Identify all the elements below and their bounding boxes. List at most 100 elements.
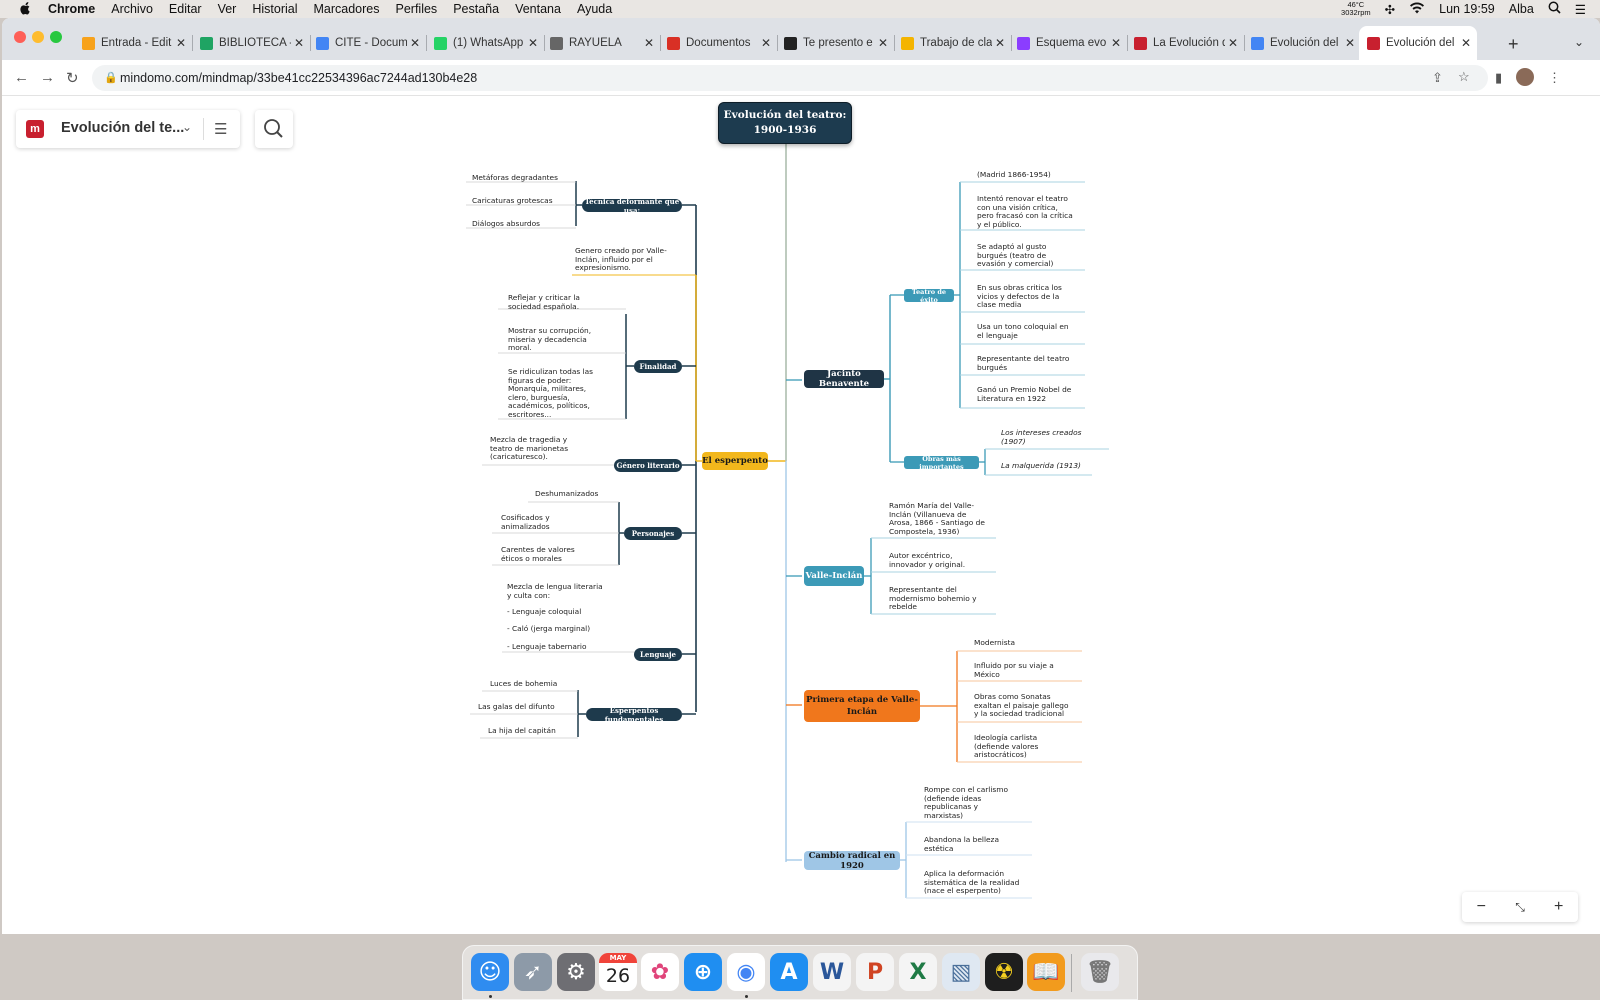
lenguaje-item[interactable]: - Lenguaje coloquial — [507, 607, 582, 616]
lock-icon[interactable]: 🔒 — [104, 72, 118, 84]
control-center-icon[interactable]: ☰ — [1574, 2, 1586, 17]
launchpad-icon[interactable]: ➶ — [514, 953, 552, 991]
side-panel-icon[interactable]: ▮ — [1495, 70, 1503, 85]
search-button[interactable] — [255, 110, 293, 148]
hamburger-menu-icon[interactable]: ☰ — [214, 121, 228, 138]
tecnica-item[interactable]: Metáforas degradantes — [472, 173, 558, 182]
esperpentos-node[interactable]: Esperpentos fundamentales — [586, 706, 682, 724]
browser-tab[interactable]: Trabajo de cla✕ — [893, 26, 1012, 60]
new-tab-button[interactable]: + — [1508, 34, 1519, 54]
obra-2[interactable]: La malquerida (1913) — [1001, 461, 1081, 470]
clock[interactable]: Lun 19:59 — [1439, 2, 1495, 16]
browser-tab[interactable]: Documentos✕ — [659, 26, 778, 60]
browser-tab[interactable]: Evolución del✕ — [1359, 26, 1477, 60]
menu-archivo[interactable]: Archivo — [111, 2, 153, 16]
close-tab-icon[interactable]: ✕ — [994, 36, 1005, 50]
word-icon[interactable]: W — [813, 953, 851, 991]
tecnica-node[interactable]: Técnica deformante que usa: — [582, 197, 682, 215]
menu-ayuda[interactable]: Ayuda — [576, 2, 613, 16]
menu-ver[interactable]: Ver — [217, 2, 237, 16]
cambio-radical-item[interactable]: Aplica la deformación sistemática de la … — [924, 869, 1020, 895]
finalidad-item[interactable]: Reflejar y criticar la sociedad española… — [508, 293, 580, 311]
cambio-radical-item[interactable]: Rompe con el carlismo (defiende ideas re… — [924, 785, 1008, 820]
teatro-exito-item[interactable]: En sus obras critica los vicios y defect… — [977, 283, 1062, 309]
forward-button[interactable]: → — [40, 69, 55, 86]
personajes-item[interactable]: Deshumanizados — [535, 489, 599, 498]
share-icon[interactable]: ⇪ — [1432, 70, 1443, 85]
genero-literario-node[interactable]: Género literario — [614, 459, 682, 472]
genero-literario-text[interactable]: Mezcla de tragedia y teatro de marioneta… — [490, 435, 569, 461]
user-name[interactable]: Alba — [1508, 2, 1534, 16]
browser-tab[interactable]: CITE - Docum✕ — [308, 26, 427, 60]
obra-1[interactable]: Los intereses creados (1907) — [1001, 428, 1082, 446]
obras-importantes-node[interactable]: Obras más importantes — [904, 455, 979, 471]
lenguaje-item[interactable]: Mezcla de lengua literaria y culta con: — [507, 582, 603, 600]
profile-avatar[interactable] — [1516, 68, 1534, 86]
close-tab-icon[interactable]: ✕ — [409, 36, 420, 50]
close-tab-icon[interactable]: ✕ — [877, 36, 888, 50]
cambio-radical-item[interactable]: Abandona la belleza estética — [924, 835, 999, 853]
zoom-out-button[interactable]: − — [1476, 898, 1486, 915]
teatro-exito-item[interactable]: (Madrid 1866-1954) — [977, 170, 1051, 179]
mindomo-canvas[interactable]: Evolución del teatro: 1900-1936 El esperp… — [2, 96, 1600, 934]
genero-creado-text[interactable]: Genero creado por Valle- Inclán, influid… — [575, 246, 667, 272]
bookmark-star-icon[interactable]: ☆ — [1458, 69, 1470, 84]
safari-icon[interactable]: ⊕ — [684, 953, 722, 991]
primera-etapa-item[interactable]: Ideología carlista (defiende valores ari… — [974, 733, 1039, 759]
tecnica-item[interactable]: Diálogos absurdos — [472, 219, 540, 228]
close-tab-icon[interactable]: ✕ — [1110, 36, 1121, 50]
esperpento-obra[interactable]: Luces de bohemia — [490, 679, 558, 688]
esperpento-obra[interactable]: Las galas del difunto — [478, 702, 555, 711]
minimize-window-button[interactable] — [32, 31, 44, 43]
close-tab-icon[interactable]: ✕ — [643, 36, 654, 50]
valle-item[interactable]: Autor excéntrico, innovador y original. — [889, 551, 966, 569]
menu-editar[interactable]: Editar — [168, 2, 202, 16]
finder-icon[interactable]: ☺ — [471, 953, 509, 991]
valle-item[interactable]: Ramón María del Valle- Inclán (Villanuev… — [889, 501, 985, 536]
close-tab-icon[interactable]: ✕ — [175, 36, 186, 50]
finalidad-node[interactable]: Finalidad — [634, 360, 682, 373]
address-bar[interactable]: 🔒 mindomo.com/mindmap/33be41cc22534396ac… — [92, 65, 1488, 91]
valle-item[interactable]: Representante del modernismo bohemio y r… — [889, 585, 977, 611]
preview-icon[interactable]: ▧ — [942, 953, 980, 991]
esperpento-node[interactable]: El esperpento — [702, 452, 768, 470]
photos-icon[interactable]: ✿ — [641, 953, 679, 991]
browser-tab[interactable]: BIBLIOTECA -✕ — [192, 26, 311, 60]
lenguaje-item[interactable]: - Caló (jerga marginal) — [507, 624, 591, 633]
browser-tab[interactable]: Entrada - Edit✕ — [74, 26, 193, 60]
teatro-exito-item[interactable]: Usa un tono coloquial en el lenguaje — [977, 322, 1069, 340]
primera-etapa-item[interactable]: Modernista — [974, 638, 1016, 647]
lenguaje-node[interactable]: Lenguaje — [634, 648, 682, 661]
finalidad-item[interactable]: Se ridiculizan todas las figuras de pode… — [508, 367, 593, 419]
teatro-exito-item[interactable]: Representante del teatro burgués — [977, 354, 1070, 372]
chrome-icon[interactable]: ◉ — [727, 953, 765, 991]
trash-icon[interactable]: 🗑 — [1081, 953, 1119, 991]
benavente-node[interactable]: Jacinto Benavente — [804, 369, 884, 389]
menu-ventana[interactable]: Ventana — [515, 2, 561, 16]
primera-etapa-item[interactable]: Influido por su viaje a México — [974, 661, 1054, 679]
system-preferences-icon[interactable]: ⚙ — [557, 953, 595, 991]
url-text[interactable]: mindomo.com/mindmap/33be41cc22534396ac72… — [120, 71, 478, 85]
radiation-icon[interactable]: ☢ — [985, 953, 1023, 991]
root-node[interactable]: Evolución del teatro: 1900-1936 — [718, 102, 852, 144]
close-window-button[interactable] — [14, 31, 26, 43]
browser-tab[interactable]: (1) WhatsApp✕ — [426, 26, 545, 60]
valle-inclan-node[interactable]: Valle-Inclán — [804, 566, 864, 586]
back-button[interactable]: ← — [14, 69, 29, 86]
close-tab-icon[interactable]: ✕ — [760, 36, 771, 50]
chrome-menu-icon[interactable]: ⋮ — [1548, 70, 1561, 85]
reload-button[interactable]: ↻ — [66, 70, 79, 87]
close-tab-icon[interactable]: ✕ — [1460, 36, 1471, 50]
close-tab-icon[interactable]: ✕ — [1227, 36, 1238, 50]
chevron-down-icon[interactable]: ⌄ — [182, 120, 193, 134]
app-store-icon[interactable]: A — [770, 953, 808, 991]
teatro-exito-item[interactable]: Intentó renovar el teatro con una visión… — [977, 194, 1073, 229]
esperpento-obra[interactable]: La hija del capitán — [488, 726, 556, 735]
teatro-exito-item[interactable]: Se adaptó al gusto burgués (teatro de ev… — [977, 242, 1054, 268]
browser-tab[interactable]: Esquema evo✕ — [1009, 26, 1128, 60]
lenguaje-item[interactable]: - Lenguaje tabernario — [507, 642, 587, 651]
primera-etapa-node[interactable]: Primera etapa de Valle- Inclán — [804, 690, 920, 722]
maximize-window-button[interactable] — [50, 31, 62, 43]
